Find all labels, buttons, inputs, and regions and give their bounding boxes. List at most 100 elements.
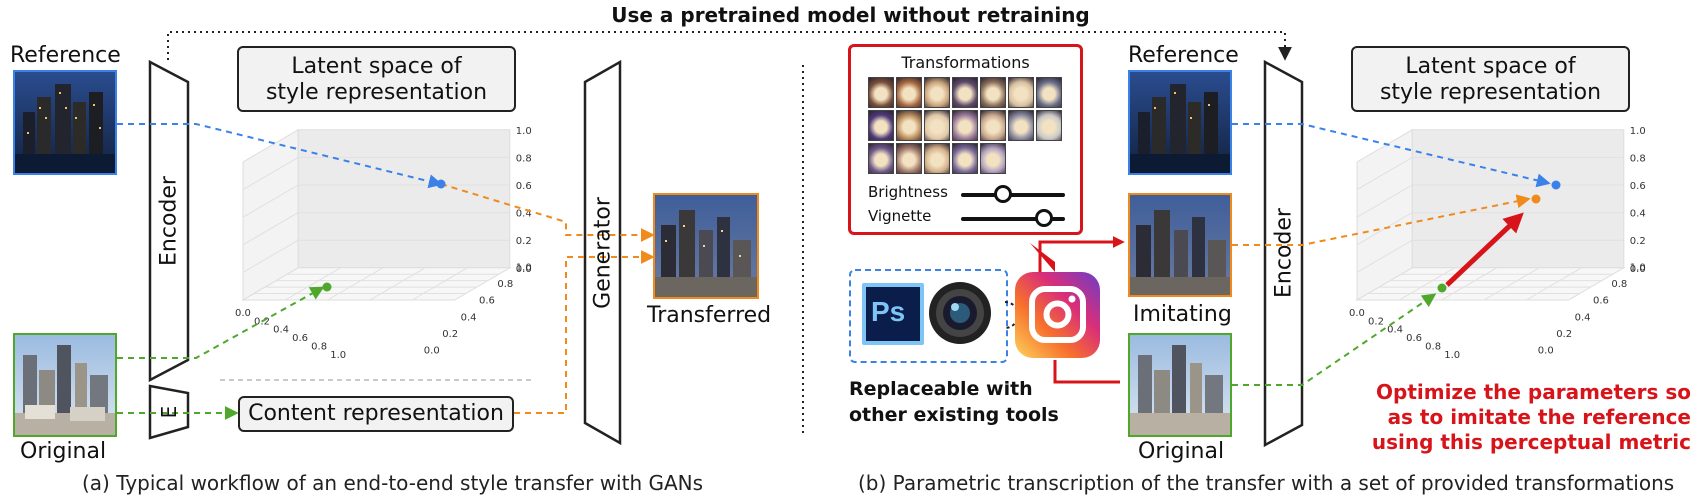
plot-grid-line <box>285 267 341 301</box>
photoshop-icon <box>862 283 924 345</box>
plot-x-tick: 0.0 <box>235 308 251 319</box>
content-representation-box: Content representation <box>238 396 514 432</box>
reference-right-point <box>1551 180 1561 190</box>
latent-right-line-2: style representation <box>1379 80 1602 105</box>
reference-to-latent-arrow <box>117 123 443 189</box>
transformation-thumbnail[interactable] <box>980 110 1006 141</box>
latent-box-line-2: style representation <box>265 80 488 105</box>
plot-grid-line <box>242 212 299 246</box>
original-label: Original <box>20 439 107 464</box>
plot-x-tick: 0.8 <box>1425 341 1441 352</box>
plot-grid-line <box>1356 239 1413 273</box>
plot-y-tick: 1.0 <box>516 263 532 274</box>
transformation-thumbnail[interactable] <box>896 143 922 174</box>
transformation-thumbnail[interactable] <box>980 143 1006 174</box>
imitating-right-arrow <box>1232 194 1531 246</box>
top-title: Use a pretrained model without retrainin… <box>611 3 1090 27</box>
plot-z-tick: 0.6 <box>1630 181 1646 192</box>
transformation-thumbnail[interactable] <box>952 110 978 141</box>
transformation-thumbnail[interactable] <box>1036 110 1062 141</box>
plot-grid-line <box>412 267 468 301</box>
plot-z-tick: 0.0 <box>516 264 532 275</box>
transformations-thumbnail-grid <box>868 77 1064 177</box>
optimize-note-line-3: using this perceptual metric <box>1371 430 1691 454</box>
plot-z-tick: 0.2 <box>1630 236 1646 247</box>
transformation-thumbnail[interactable] <box>868 110 894 141</box>
plot-z-tick: 0.0 <box>1630 264 1646 275</box>
original-right-label: Original <box>1138 439 1225 464</box>
reference-right-arrow <box>1232 123 1551 188</box>
plot-y-tick: 0.0 <box>1538 345 1554 356</box>
reference-right-image <box>1128 70 1232 175</box>
plot-grid-line <box>242 184 299 218</box>
transformation-thumbnail[interactable] <box>952 143 978 174</box>
content-to-generator-arrow <box>514 250 655 414</box>
encoder-label: Encoder <box>156 176 182 266</box>
plot-y-tick: 0.2 <box>442 329 458 340</box>
transformation-thumbnail[interactable] <box>868 143 894 174</box>
plot-y-tick: 0.4 <box>1575 312 1591 323</box>
generator-label: Generator <box>590 197 616 309</box>
plot-z-tick: 1.0 <box>1630 126 1646 137</box>
plot-grid-line <box>327 267 384 301</box>
small-encoder-label: E <box>157 405 181 419</box>
plot-x-tick: 0.4 <box>1387 325 1403 336</box>
plot-z-tick: 0.4 <box>516 209 532 220</box>
plot-x-tick: 1.0 <box>330 350 346 361</box>
original-image <box>13 333 117 437</box>
plot-y-tick: 1.0 <box>1630 263 1646 274</box>
tool-to-imitating-arrow <box>1038 236 1125 272</box>
original-latent-point <box>322 282 332 292</box>
optimize-note: Optimize the parameters so as to imitate… <box>1372 380 1691 455</box>
original-right-point <box>1437 283 1447 293</box>
transformation-thumbnail[interactable] <box>924 110 950 141</box>
brightness-slider-knob[interactable] <box>993 185 1012 203</box>
transformation-thumbnail[interactable] <box>980 77 1006 108</box>
plot-grid-line <box>242 239 299 273</box>
plot-x-tick: 1.0 <box>1444 350 1460 361</box>
transformation-thumbnail[interactable] <box>896 110 922 141</box>
vignette-label: Vignette <box>868 207 932 225</box>
brightness-slider-track[interactable] <box>961 193 1065 197</box>
transformation-thumbnail[interactable] <box>924 77 950 108</box>
plot-x-tick: 0.6 <box>292 333 308 344</box>
vignette-slider-knob[interactable] <box>1035 209 1054 227</box>
original-to-latent-arrow <box>117 286 325 359</box>
generator-shape <box>583 59 622 446</box>
plot-grid-line <box>1483 267 1540 301</box>
transformation-thumbnail[interactable] <box>1036 77 1062 108</box>
plot-x-tick: 0.0 <box>1349 308 1365 319</box>
transformation-thumbnail[interactable] <box>896 77 922 108</box>
plot-grid-line <box>1441 267 1498 301</box>
plot-back-wall <box>1411 129 1625 269</box>
transformation-thumbnail[interactable] <box>952 77 978 108</box>
reference-latent-point <box>436 179 446 189</box>
tools-note-line-2: other existing tools <box>849 404 1059 426</box>
plot-x-tick: 0.8 <box>311 341 327 352</box>
latent-right-line-1: Latent space of <box>1405 54 1576 79</box>
latent-box-line-1: Latent space of <box>291 54 462 79</box>
plot-floor <box>1355 267 1626 301</box>
transformation-thumbnail[interactable] <box>1008 110 1034 141</box>
vignette-slider-track[interactable] <box>961 217 1065 221</box>
tools-note-line-1: Replaceable with <box>849 378 1033 400</box>
plot-x-tick: 0.2 <box>1368 316 1384 327</box>
optimize-note-line-1: Optimize the parameters so <box>1376 380 1691 404</box>
plot-z-tick: 0.8 <box>516 153 532 164</box>
plot-grid-line <box>1526 267 1582 301</box>
transformation-thumbnail[interactable] <box>1008 77 1034 108</box>
plot-y-tick: 0.8 <box>1611 279 1627 290</box>
imitating-right-point <box>1531 194 1541 204</box>
transformation-thumbnail[interactable] <box>924 143 950 174</box>
transformation-thumbnail[interactable] <box>868 77 894 108</box>
plot-y-tick: 0.0 <box>424 345 440 356</box>
plot-x-tick: 0.6 <box>1406 333 1422 344</box>
encoder-shape <box>148 59 190 383</box>
callout-pointer <box>1030 243 1055 272</box>
plot-y-tick: 0.2 <box>1556 329 1572 340</box>
plot-y-tick: 0.8 <box>497 279 513 290</box>
reference-label: Reference <box>10 43 121 68</box>
plot-grid-line <box>1399 267 1455 301</box>
